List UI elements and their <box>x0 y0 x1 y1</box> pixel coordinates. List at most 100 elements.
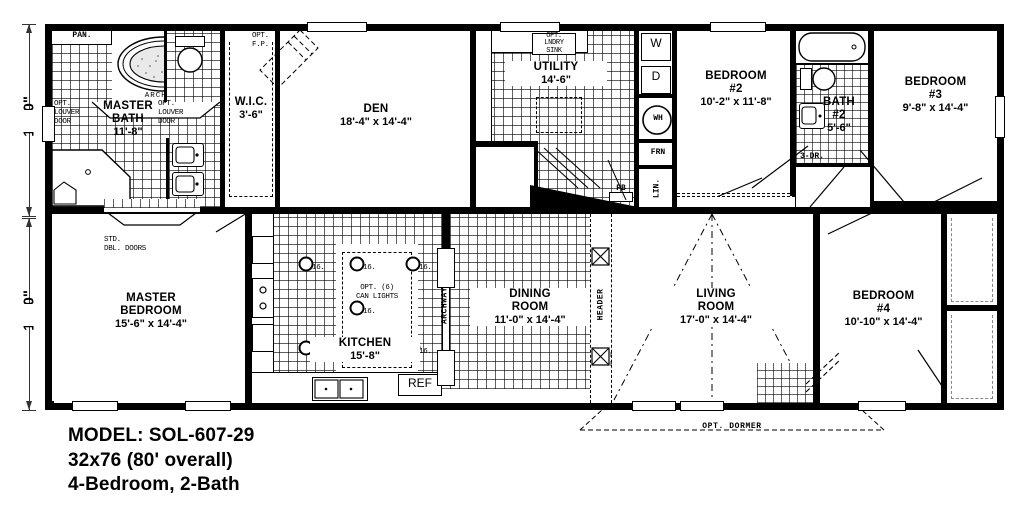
exterior-wall-bottom <box>45 403 1004 410</box>
den-label: DEN 18'-4" x 14'-4" <box>300 103 452 128</box>
opt-fireplace-shape <box>259 29 319 89</box>
bath2-tub-divider <box>796 63 870 65</box>
hall-closet-shelf <box>677 193 795 194</box>
opt-fp-line1: OPT. <box>252 32 269 40</box>
opt-sink-line2: LNDRY <box>544 39 564 48</box>
wic-dim: 3'-6" <box>239 108 263 121</box>
master-bedroom-floor <box>52 214 248 403</box>
wic-floor <box>225 31 275 207</box>
master-bath-name2: BATH <box>112 112 144 125</box>
living-room-window-1[interactable] <box>632 401 676 411</box>
panel-box <box>609 192 633 202</box>
opt-louver-right-line3: DOOR <box>158 118 175 127</box>
bath2-sink-bowl <box>801 106 822 125</box>
opt-can-lights-label: OPT. (6) CAN LIGHTS <box>340 284 414 302</box>
bedroom4-closet-lower <box>947 311 997 403</box>
master-bedroom-window-1[interactable] <box>72 401 118 411</box>
opt-louver-door-left: OPT. LOUVER DOOR <box>54 100 110 127</box>
master-bath-dim: 11'-8" <box>113 125 143 138</box>
kitchen-dim: 15'-8" <box>310 349 420 363</box>
std-dbl-doors-label: STD. DBL. DOORS <box>104 236 196 254</box>
vanity-wall <box>166 138 169 208</box>
living-room-right-wall <box>813 214 820 403</box>
utility-angled-corner <box>530 185 638 211</box>
kitchen-window-1[interactable] <box>52 401 54 403</box>
dimension-column: 15'-0" 15'-0" <box>14 24 50 411</box>
bedroom2-window-top[interactable] <box>710 22 766 32</box>
kitchen-label: KITCHEN 15'-8" <box>310 337 420 363</box>
utility-name: UTILITY <box>505 61 607 74</box>
dining-room-label: DINING ROOM 11'-0" x 14'-4" <box>470 288 590 327</box>
bedroom4-label: BEDROOM #4 10'-10" x 14'-4" <box>822 290 945 328</box>
pantry-label: PAN. <box>72 31 92 40</box>
dryer-label: D <box>651 69 661 83</box>
water-heater-label: WH <box>653 114 663 123</box>
wc-partition-wall <box>164 31 167 106</box>
hallway-closet-line <box>677 196 795 197</box>
utility-door-swings <box>533 147 601 189</box>
hallway-floor <box>677 196 795 207</box>
dryer-box <box>641 66 671 94</box>
den-right-wall <box>470 31 476 207</box>
bedroom4-dim: 10'-10" x 14'-4" <box>844 315 923 328</box>
master-bedroom-label: MASTER BEDROOM 15'-6" x 14'-4" <box>70 292 232 330</box>
can-light-3-tag: 16. <box>419 264 432 272</box>
archway-opening <box>442 288 450 350</box>
bedroom4-window-bottom[interactable] <box>858 401 906 411</box>
can-light-2 <box>349 256 365 272</box>
caption-config: 4-Bedroom, 2-Bath <box>68 474 240 496</box>
panel-box-leader <box>607 159 627 201</box>
living-name2: ROOM <box>648 300 784 314</box>
bedroom4-closet-lower-stub <box>941 364 947 403</box>
den-dim: 18'-4" x 14'-4" <box>340 115 412 128</box>
master-bath-window-left[interactable] <box>42 106 55 142</box>
can-light-6-tag: 16. <box>419 348 432 356</box>
opt-fp-line2: F.P. <box>252 41 269 50</box>
den-window-top[interactable] <box>307 22 367 32</box>
master-bedroom-dim: 15'-6" x 14'-4" <box>115 317 187 330</box>
wic-shelf <box>229 42 273 197</box>
bedroom3-window-right[interactable] <box>995 96 1005 138</box>
bedroom4-door-swing <box>827 211 875 235</box>
washer-box <box>641 33 671 61</box>
can-light-4 <box>349 300 365 316</box>
header-post-upper <box>591 247 610 266</box>
corner-shower <box>51 149 131 207</box>
can-light-3 <box>405 256 421 272</box>
archway-post-upper <box>442 214 450 248</box>
utility-dim: 14'-6" <box>505 73 607 87</box>
range-burners-icon <box>259 286 267 310</box>
utility-window-top[interactable] <box>500 22 560 32</box>
den-extension-floor <box>476 147 534 207</box>
dining-dim: 11'-0" x 14'-4" <box>470 313 590 327</box>
bedroom4-closet-lower-shelf <box>951 315 993 399</box>
bath2-number: #2 <box>832 108 846 121</box>
wic-name: W.I.C. <box>234 96 268 108</box>
can-light-1 <box>298 256 314 272</box>
bedroom3-label: BEDROOM #3 9'-8" x 14'-4" <box>876 76 995 114</box>
bedroom2-dim: 10'-2" x 11'-8" <box>700 95 772 108</box>
wic-left-wall <box>220 31 225 207</box>
living-room-window-2[interactable] <box>680 401 724 411</box>
can-light-2-tag: 16. <box>363 264 376 272</box>
master-bedroom-window-2[interactable] <box>185 401 231 411</box>
opt-louver-left-line2: LOUVER <box>54 109 80 118</box>
refrigerator-label: REF <box>408 376 432 390</box>
opt-louver-left-line1: OPT. <box>54 100 71 108</box>
exterior-wall-left-lower <box>45 207 52 410</box>
washer-label: W <box>650 36 662 50</box>
vanity-sink-lower-bowl <box>175 175 199 193</box>
den-floor <box>280 31 472 207</box>
bath2-dim: 5'-6" <box>827 121 851 134</box>
bedroom4-name: BEDROOM <box>852 290 915 302</box>
bathtub-icon <box>798 32 866 62</box>
toilet-tank <box>175 36 205 47</box>
can-lights-line2: CAN LIGHTS <box>355 293 398 302</box>
bedroom3-door-swing <box>929 177 983 205</box>
std-dbl-line1: STD. <box>104 236 121 244</box>
bedroom4-closet-upper-shelf <box>951 218 993 302</box>
opt-can-lights-zone <box>342 252 412 368</box>
model-caption: MODEL: SOL-607-29 32x76 (80' overall) 4-… <box>68 424 254 498</box>
master-bath-door-opening[interactable] <box>104 204 200 212</box>
marriage-line-wall <box>45 207 1004 214</box>
